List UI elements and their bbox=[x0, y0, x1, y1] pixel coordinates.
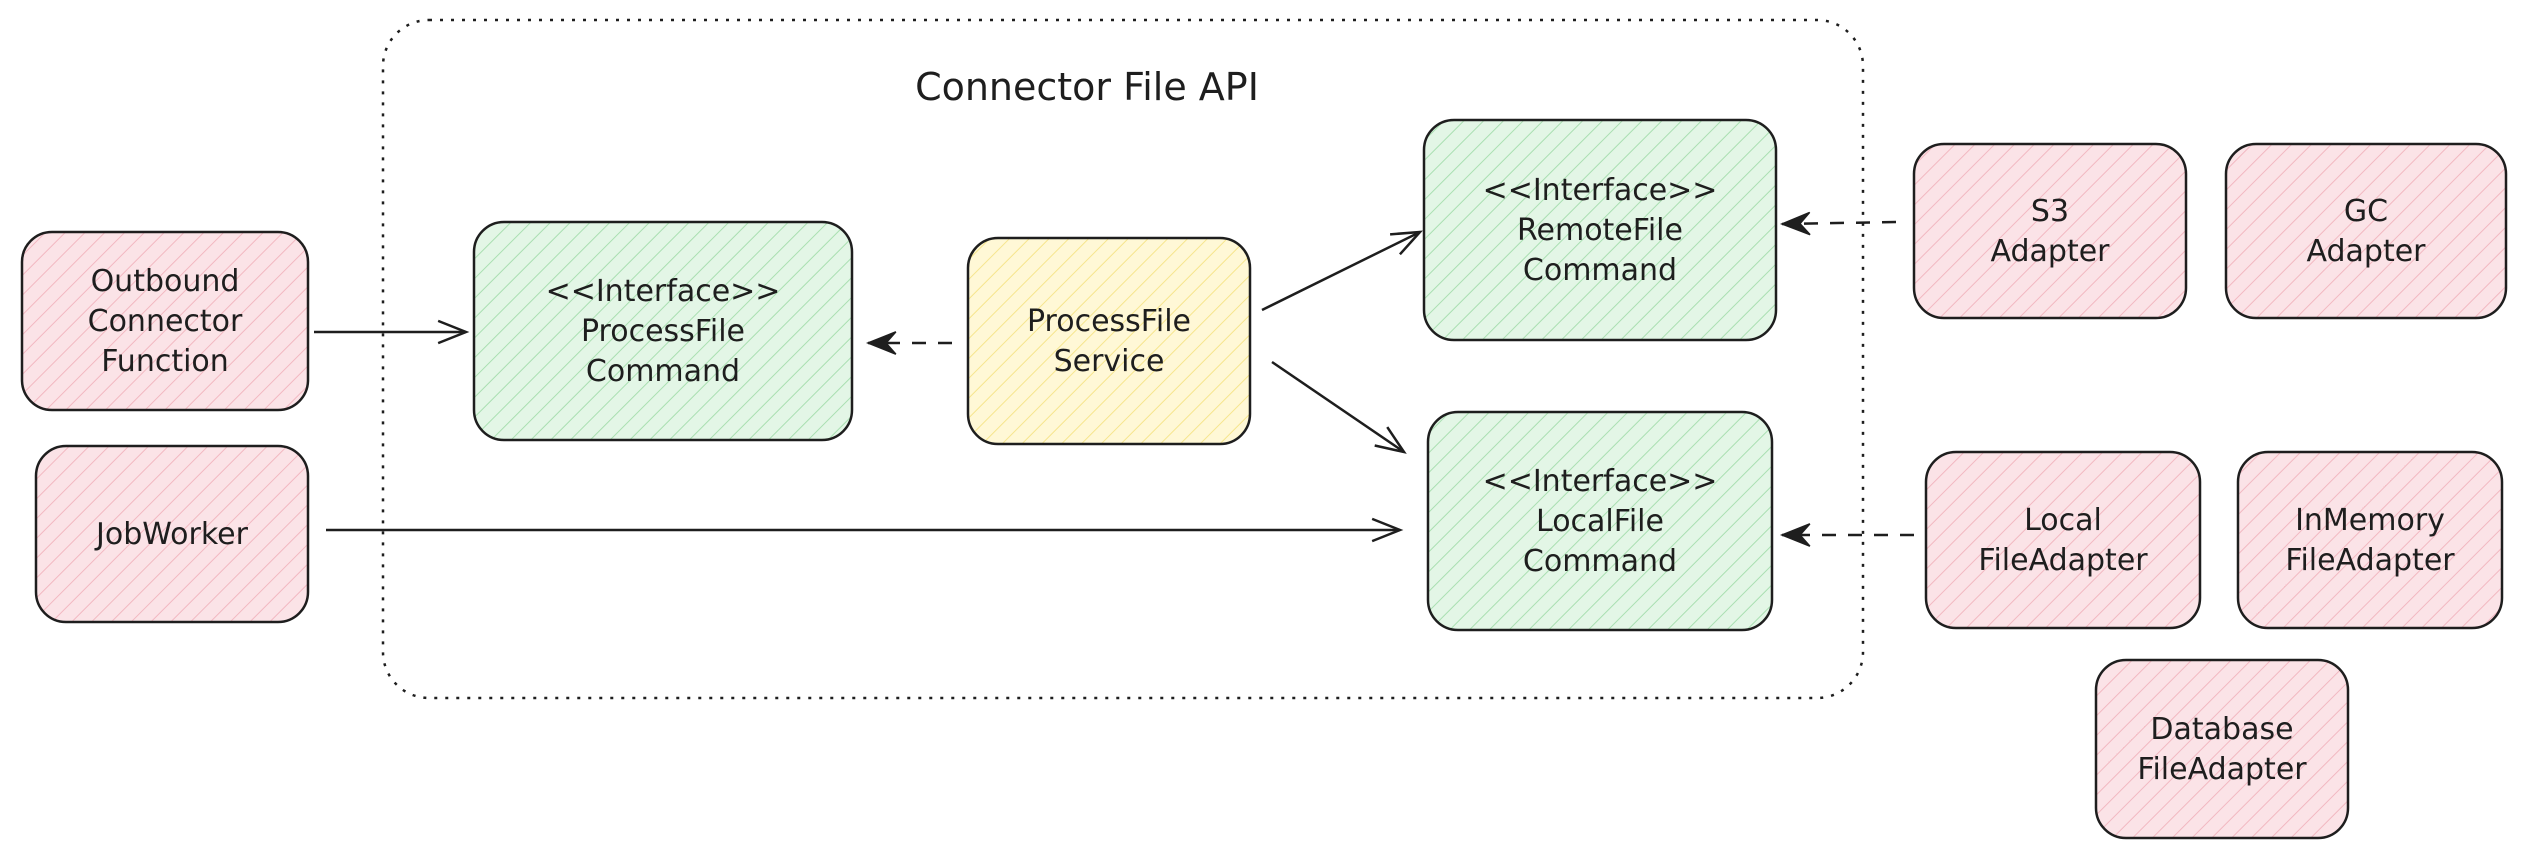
node-label-line: Connector bbox=[88, 304, 243, 339]
node-box bbox=[2224, 142, 2508, 320]
node-box bbox=[1426, 410, 1774, 632]
node-label-line: RemoteFile bbox=[1517, 213, 1683, 248]
node-label-line: Adapter bbox=[2306, 234, 2426, 269]
edge-service-to-localfile-command bbox=[1271, 360, 1407, 454]
node-box bbox=[966, 236, 1252, 446]
node-label-line: Function bbox=[101, 344, 229, 379]
node-label-line: JobWorker bbox=[94, 517, 249, 552]
group-boundary bbox=[381, 18, 1865, 700]
node-label-line: LocalFile bbox=[1536, 504, 1664, 539]
node-label-line: Command bbox=[586, 354, 740, 389]
connector-file-api-group: Connector File API bbox=[381, 18, 1865, 700]
node-label-line: <<Interface>> bbox=[546, 274, 781, 309]
arrowhead-open bbox=[437, 319, 470, 345]
edge-line bbox=[1781, 220, 1897, 226]
arrowhead-filled bbox=[1779, 523, 1811, 547]
node-box bbox=[472, 220, 854, 442]
node-box bbox=[1422, 118, 1778, 342]
node-box bbox=[2094, 658, 2350, 840]
node-label-line: Command bbox=[1523, 253, 1677, 288]
node-label-line: FileAdapter bbox=[2137, 752, 2307, 787]
arrowhead-open bbox=[1374, 426, 1407, 454]
node-label-line: GC bbox=[2344, 194, 2388, 229]
node-label-line: <<Interface>> bbox=[1483, 173, 1718, 208]
node-label-line: S3 bbox=[2031, 194, 2069, 229]
node-label-line: ProcessFile bbox=[1027, 304, 1191, 339]
node-label-line: FileAdapter bbox=[1978, 543, 2148, 578]
node-label-line: Local bbox=[2024, 503, 2102, 538]
node-box bbox=[20, 230, 310, 412]
node-label-line: Service bbox=[1054, 344, 1165, 379]
node-label-line: FileAdapter bbox=[2285, 543, 2455, 578]
edge-outbound-to-processfile-command bbox=[314, 319, 470, 345]
node-gc-adapter: GC Adapter bbox=[2224, 142, 2508, 320]
edge-service-to-processfile-command bbox=[865, 331, 952, 355]
arrowhead-open bbox=[1389, 230, 1424, 256]
node-label-line: Command bbox=[1523, 544, 1677, 579]
node-box bbox=[1912, 142, 2188, 320]
edge-layer bbox=[314, 211, 1914, 547]
node-box bbox=[2236, 450, 2504, 630]
arrowhead-open bbox=[1371, 517, 1404, 543]
node-label-line: Adapter bbox=[1990, 234, 2110, 269]
arrowhead-filled bbox=[865, 331, 897, 355]
group-title: Connector File API bbox=[915, 65, 1259, 109]
edge-service-to-remotefile-command bbox=[1261, 230, 1424, 312]
arrowhead-filled bbox=[1779, 211, 1811, 236]
node-label-line: <<Interface>> bbox=[1483, 464, 1718, 499]
edge-line bbox=[1261, 230, 1421, 312]
node-label-line: Database bbox=[2150, 712, 2293, 747]
node-box bbox=[1924, 450, 2202, 630]
node-label-line: Outbound bbox=[91, 264, 240, 299]
edge-local-adapter-to-localfile-command bbox=[1779, 523, 1914, 547]
edge-jobworker-to-localfile-command bbox=[326, 517, 1404, 543]
edge-line bbox=[1271, 360, 1405, 454]
node-label-line: ProcessFile bbox=[581, 314, 745, 349]
node-box bbox=[34, 444, 310, 624]
node-jobworker: JobWorker bbox=[34, 444, 310, 624]
node-label-line: InMemory bbox=[2295, 503, 2445, 538]
edge-s3-to-remotefile-command bbox=[1779, 211, 1897, 236]
